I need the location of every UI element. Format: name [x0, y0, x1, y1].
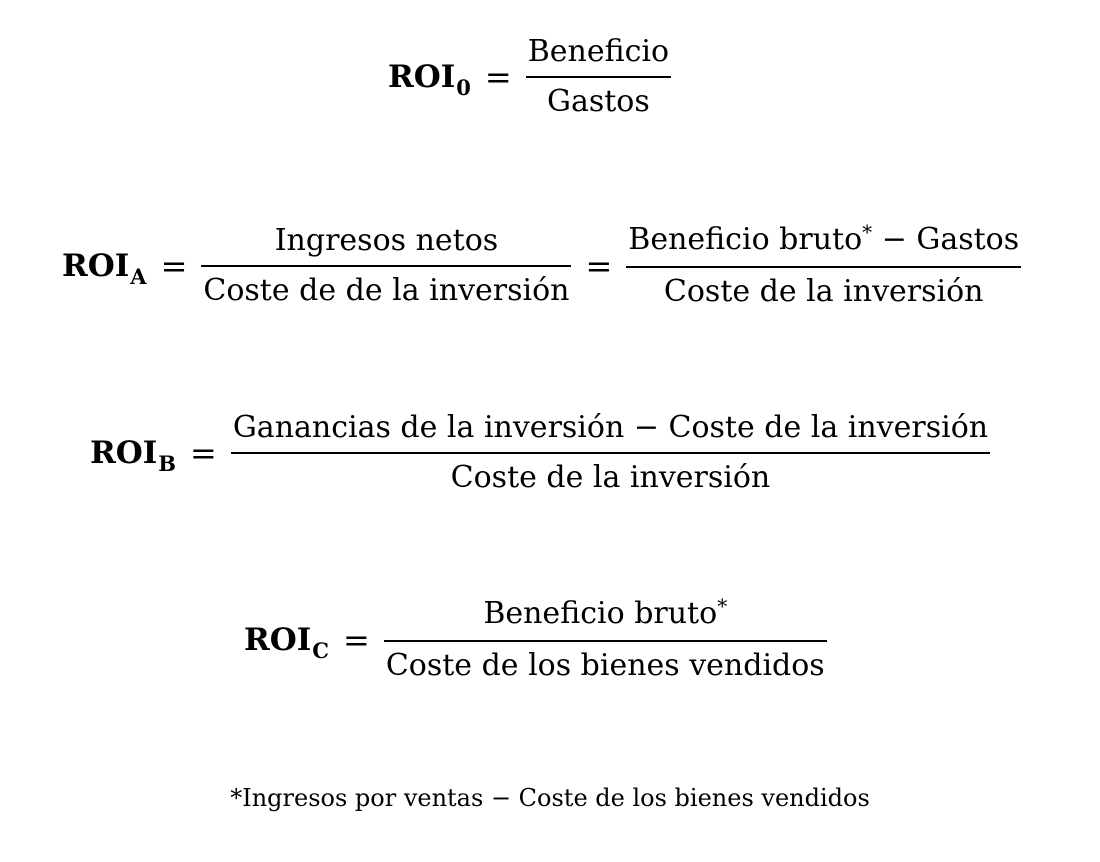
equals-sign: =	[160, 247, 188, 285]
fraction-bar	[626, 266, 1022, 268]
denominator: Coste de los bienes vendidos	[385, 648, 825, 683]
equals-sign: =	[585, 247, 613, 285]
denominator: Gastos	[547, 84, 650, 119]
numerator-term: Beneficio bruto	[628, 222, 863, 257]
lhs-subscript: 0	[456, 75, 471, 100]
numerator-term: − Gastos	[872, 222, 1020, 257]
numerator: Beneficio bruto* − Gastos	[626, 220, 1021, 266]
denominator: Coste de de la inversión	[203, 273, 570, 308]
lhs-subscript: C	[312, 638, 329, 663]
equals-sign: =	[190, 434, 217, 472]
fraction: Beneficio bruto* − Gastos Coste de la in…	[626, 220, 1022, 312]
equals-sign: =	[484, 58, 512, 96]
fraction-bar	[230, 452, 991, 454]
asterisk-mark: *	[717, 594, 728, 618]
asterisk-mark: *	[862, 220, 873, 244]
fraction: Ingresos netos Coste de de la inversión	[201, 221, 572, 311]
lhs-label: ROI	[90, 435, 158, 471]
denominator: Coste de la inversión	[663, 274, 984, 309]
lhs-subscript: A	[130, 264, 147, 289]
denominator: Coste de la inversión	[450, 460, 771, 495]
footnote: *Ingresos por ventas − Coste de los bien…	[230, 784, 870, 812]
lhs-subscript: B	[158, 451, 177, 476]
fraction-bar	[525, 76, 672, 78]
lhs-label: ROI	[388, 59, 456, 95]
fraction-bar	[201, 265, 572, 267]
numerator: Beneficio bruto*	[481, 594, 729, 640]
equals-sign: =	[343, 621, 370, 659]
fraction-bar	[383, 640, 827, 642]
numerator: Ingresos netos	[274, 223, 499, 258]
numerator: Ganancias de la inversión − Coste de la …	[232, 410, 989, 445]
fraction: Beneficio Gastos	[525, 32, 672, 122]
lhs-label: ROI	[62, 248, 130, 284]
numerator-term: Beneficio bruto	[483, 596, 718, 631]
fraction: Beneficio bruto* Coste de los bienes ven…	[383, 594, 827, 686]
fraction: Ganancias de la inversión − Coste de la …	[230, 408, 991, 498]
numerator: Beneficio	[527, 34, 670, 69]
lhs-label: ROI	[244, 622, 312, 658]
